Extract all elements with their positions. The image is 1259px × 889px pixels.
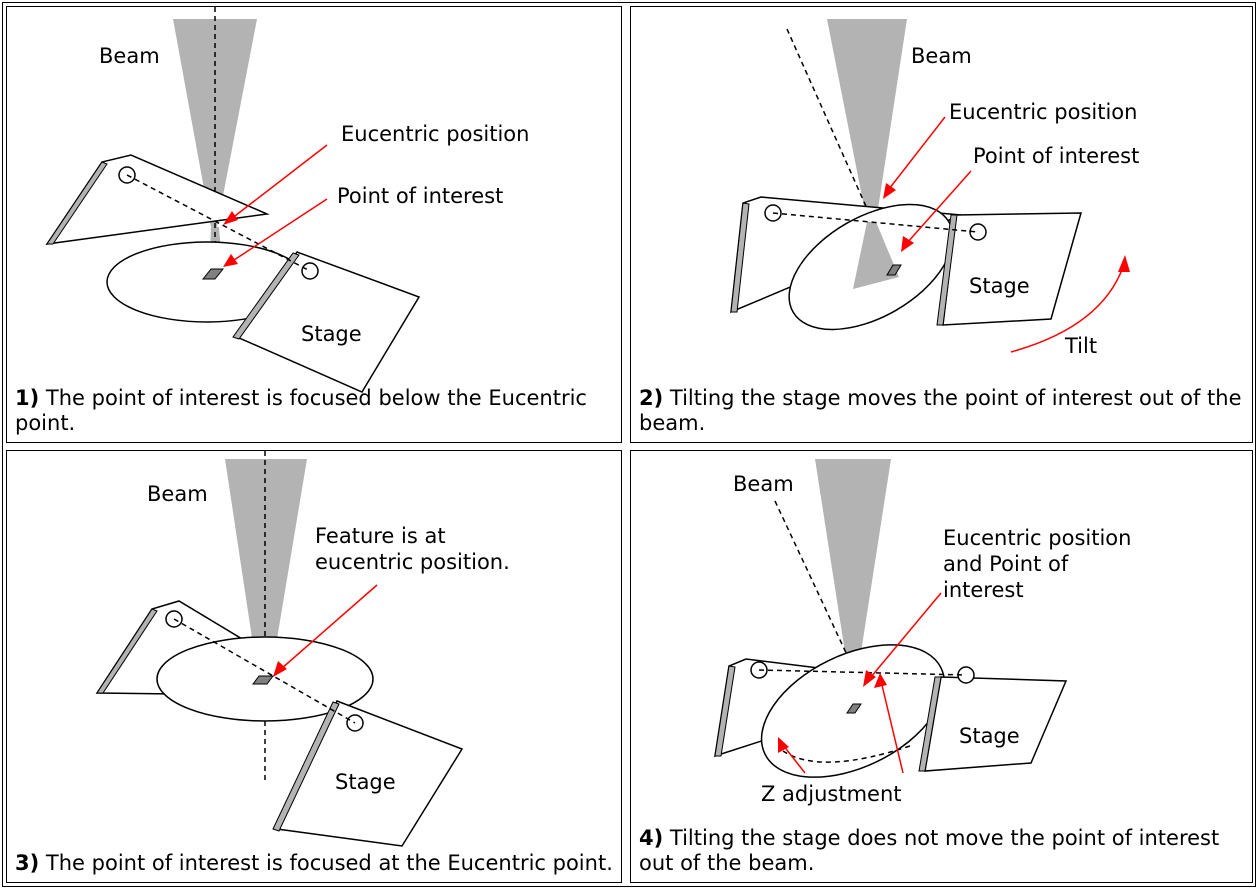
stage-left-edge — [730, 202, 750, 313]
panel-2: Beam Eucentric position Point of interes… — [630, 6, 1253, 443]
label-feature: Feature is at eucentric position. — [315, 524, 510, 574]
label-z-adjustment: Z adjustment — [761, 782, 902, 806]
tilt-axis — [758, 669, 967, 676]
beam-cone — [815, 459, 891, 691]
caption-number: 4) — [639, 826, 664, 850]
caption-text: The point of interest is focused below t… — [15, 386, 587, 435]
label-beam: Beam — [911, 44, 972, 68]
arrowhead-eucentric-poi — [863, 670, 876, 687]
beam-cone — [225, 459, 307, 711]
arrowhead-z-right — [874, 673, 887, 688]
stage-left-edge — [714, 665, 736, 757]
stage-right-edge — [272, 701, 340, 832]
panel-4-caption: 4) Tilting the stage does not move the p… — [639, 826, 1244, 876]
arrowhead-eucentric — [883, 183, 896, 199]
point-of-interest-marker — [846, 703, 862, 714]
arrow-feature — [280, 584, 378, 670]
arrow-z-left — [782, 744, 806, 774]
arrow-poi — [906, 170, 972, 244]
point-of-interest-marker — [886, 264, 902, 276]
stage-right-plate — [942, 212, 1082, 326]
caption-text: Tilting the stage moves the point of int… — [639, 386, 1242, 435]
panel-4-diagram — [714, 459, 1068, 778]
stage-right-edge — [936, 214, 958, 326]
panel-3: Beam Feature is at eucentric position. S… — [6, 450, 622, 883]
label-eucentric: Eucentric position — [949, 100, 1138, 124]
arrowhead-poi — [901, 236, 914, 252]
label-poi: Point of interest — [973, 144, 1140, 168]
label-poi: Point of interest — [337, 184, 504, 208]
label-beam: Beam — [99, 44, 160, 68]
arrow-eucentric-poi — [870, 592, 942, 678]
tilt-axis — [126, 174, 311, 272]
label-eucentric: Eucentric position — [341, 122, 530, 146]
tilt-arrowhead — [1118, 255, 1130, 272]
label-stage: Stage — [959, 724, 1020, 748]
stage-hole-right — [301, 262, 319, 280]
panel-4: Beam Eucentric position and Point of int… — [630, 450, 1253, 883]
stage-right-edge — [232, 252, 300, 340]
beam-cone-on-disc — [853, 222, 899, 289]
arrow-eucentric — [230, 144, 328, 220]
caption-number: 3) — [15, 851, 40, 875]
arrowhead-eucentric — [223, 211, 238, 225]
beam-cone — [827, 19, 907, 222]
label-stage: Stage — [301, 322, 362, 346]
point-of-interest-marker — [252, 675, 274, 685]
tilt-axis — [772, 212, 979, 233]
panel-3-caption: 3) The point of interest is focused at t… — [15, 851, 613, 876]
panel-1: Beam Eucentric position Point of interes… — [6, 6, 622, 443]
caption-number: 2) — [639, 386, 664, 410]
tilt-axis — [173, 618, 356, 724]
label-tilt: Tilt — [1065, 334, 1098, 358]
arrowhead-feature — [273, 661, 287, 677]
panel-2-caption: 2) Tilting the stage moves the point of … — [639, 386, 1244, 436]
panel-2-diagram — [730, 19, 1130, 353]
stage-right-edge — [918, 676, 942, 772]
point-of-interest-marker — [201, 268, 225, 280]
arrow-z-right — [880, 680, 904, 774]
label-beam: Beam — [147, 482, 208, 506]
arrowhead-poi — [223, 254, 238, 267]
label-eucentric-poi: Eucentric position and Point of interest — [943, 526, 1132, 602]
stage-left-edge — [46, 161, 108, 245]
caption-text: The point of interest is focused at the … — [45, 851, 613, 875]
arrow-poi — [230, 198, 328, 263]
label-beam: Beam — [733, 472, 794, 496]
stage-left-edge — [96, 608, 158, 694]
label-stage: Stage — [969, 274, 1030, 298]
caption-number: 1) — [15, 386, 40, 410]
panel-1-diagram — [45, 7, 421, 393]
panel-1-caption: 1) The point of interest is focused belo… — [15, 386, 613, 436]
panel-3-diagram — [95, 451, 464, 847]
beam-cone — [173, 19, 257, 227]
caption-text: Tilting the stage does not move the poin… — [639, 826, 1220, 875]
label-stage: Stage — [335, 770, 396, 794]
arrow-eucentric — [888, 116, 946, 190]
tilt-arrow — [1010, 266, 1124, 353]
arrowhead-z-left — [778, 737, 789, 753]
stage-hole-right — [969, 223, 987, 241]
